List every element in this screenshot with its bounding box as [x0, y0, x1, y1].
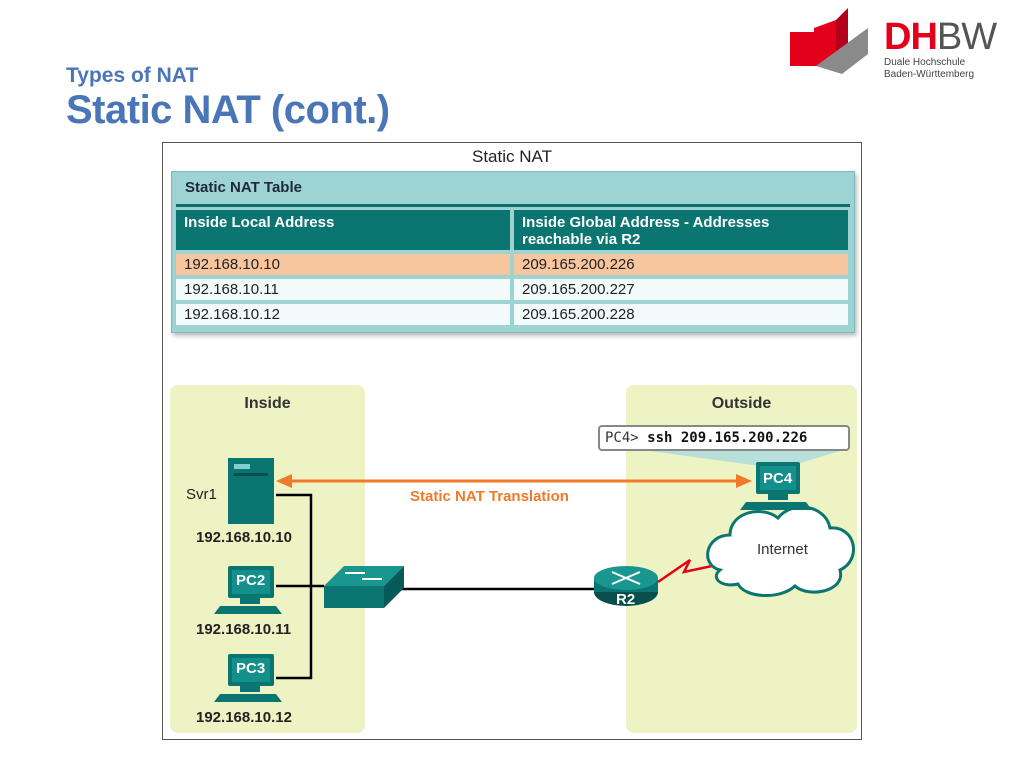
table-cell-global: 209.165.200.228	[514, 304, 848, 325]
table-cell-global: 209.165.200.226	[514, 254, 848, 275]
slide-subtitle: Types of NAT	[66, 64, 199, 87]
pc2-ip: 192.168.10.11	[196, 621, 292, 638]
pc4-icon	[740, 462, 812, 510]
command-box: PC4> ssh 209.165.200.226	[598, 425, 850, 451]
logo-bw: BW	[936, 16, 997, 58]
table-cell-local: 192.168.10.11	[176, 279, 510, 300]
logo-dh: DH	[884, 16, 938, 58]
r2-label: R2	[616, 591, 636, 608]
table-cell-global: 209.165.200.227	[514, 279, 848, 300]
internet-label: Internet	[757, 541, 808, 558]
outside-zone-label: Outside	[711, 395, 772, 412]
nat-table-panel: Static NAT Table Inside Local Address In…	[171, 171, 855, 333]
svr1-label: Svr1	[186, 486, 217, 503]
nat-table-title: Static NAT Table	[185, 179, 302, 196]
command-prompt: PC4>	[605, 430, 648, 446]
pc3-label: PC3	[236, 660, 266, 677]
pc4-label: PC4	[763, 470, 793, 487]
logo-line1: Duale Hochschule	[884, 57, 966, 68]
logo-line2: Baden-Württemberg	[884, 69, 975, 80]
pc3-ip: 192.168.10.12	[196, 709, 292, 726]
server-icon	[228, 458, 274, 524]
pc2-label: PC2	[236, 572, 266, 589]
router-icon	[594, 566, 658, 606]
slide-title: Static NAT (cont.)	[66, 88, 390, 132]
svr1-ip: 192.168.10.10	[196, 529, 292, 546]
logo-wordmark: DHBW	[884, 16, 997, 59]
internet-cloud-icon	[706, 505, 855, 598]
inside-zone-label: Inside	[244, 395, 291, 412]
nat-table-rule	[176, 204, 850, 207]
table-cell-local: 192.168.10.10	[176, 254, 510, 275]
switch-icon	[324, 566, 404, 608]
serial-link-icon	[657, 558, 713, 584]
figure-title: Static NAT	[472, 147, 552, 166]
pc2-icon	[214, 566, 282, 614]
col-header-local: Inside Local Address	[176, 210, 510, 250]
pc3-icon	[214, 654, 282, 702]
table-cell-local: 192.168.10.12	[176, 304, 510, 325]
link-lines	[276, 493, 596, 680]
translation-arrow-icon	[276, 474, 752, 488]
command-text: ssh 209.165.200.226	[647, 430, 808, 446]
dhbw-logo-icon	[790, 8, 868, 74]
translation-label: Static NAT Translation	[410, 488, 569, 505]
col-header-global: Inside Global Address - Addresses reacha…	[514, 210, 848, 250]
